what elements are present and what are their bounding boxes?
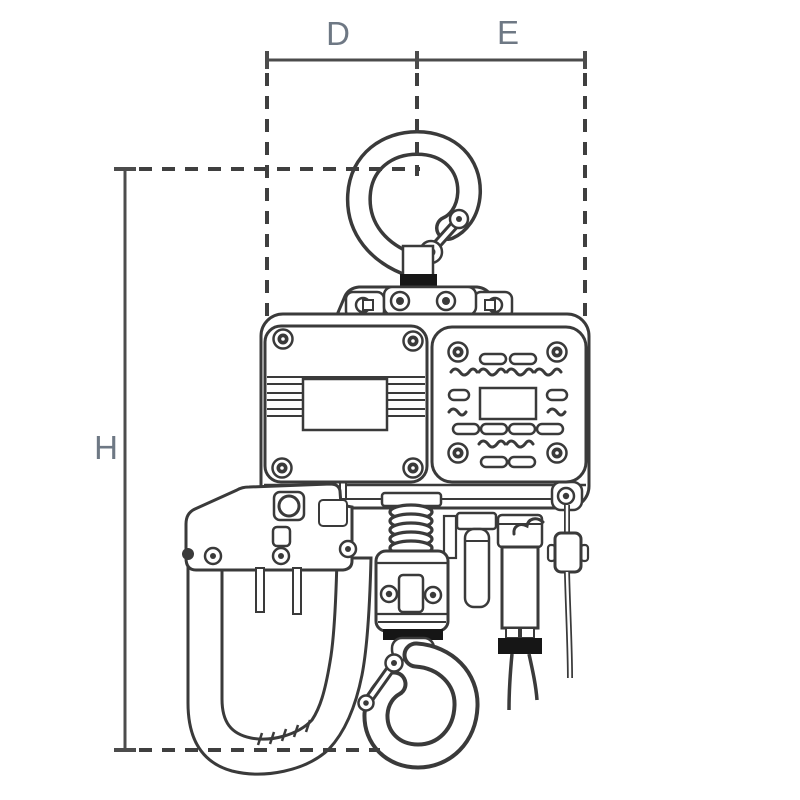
chain-strand-right [527,653,539,701]
gear-cover-bolts [271,328,424,479]
bottom-hook-latch [357,653,404,712]
vent-grid [447,352,569,469]
top-hook [345,129,482,286]
retainer-clip [512,517,545,536]
dimension-label-d: D [326,15,350,52]
sleeve-black-band [498,638,542,654]
block-black-band [383,629,443,640]
chain-sleeve [496,513,545,711]
top-hook-shank [401,244,435,280]
bracket-rod-left [255,567,265,613]
chain-spring [380,491,443,557]
control-bracket [182,482,358,615]
top-hook-shank-band [400,274,437,286]
chain-strand-left [507,653,514,711]
dimension-annotations: D E H [94,14,587,752]
cord-toggle [553,531,583,574]
pull-cord [546,505,590,679]
handle-grip-ticks [256,719,312,746]
motor-cover-panel [430,325,588,484]
bracket-rod-right [292,567,302,615]
gear-cover-plate [301,377,389,432]
bottom-hook [357,641,480,770]
bracket-bolts [182,539,358,566]
control-handle [186,556,373,776]
gear-cover-panel [263,324,429,484]
motor-cover-plate [478,386,538,421]
bracket-slot [271,525,292,548]
bracket-hole [277,494,301,518]
motor-cover-bolts [447,341,568,464]
dimension-label-e: E [497,14,519,51]
air-line-cylinder [442,511,498,609]
dimension-label-h: H [94,429,118,466]
